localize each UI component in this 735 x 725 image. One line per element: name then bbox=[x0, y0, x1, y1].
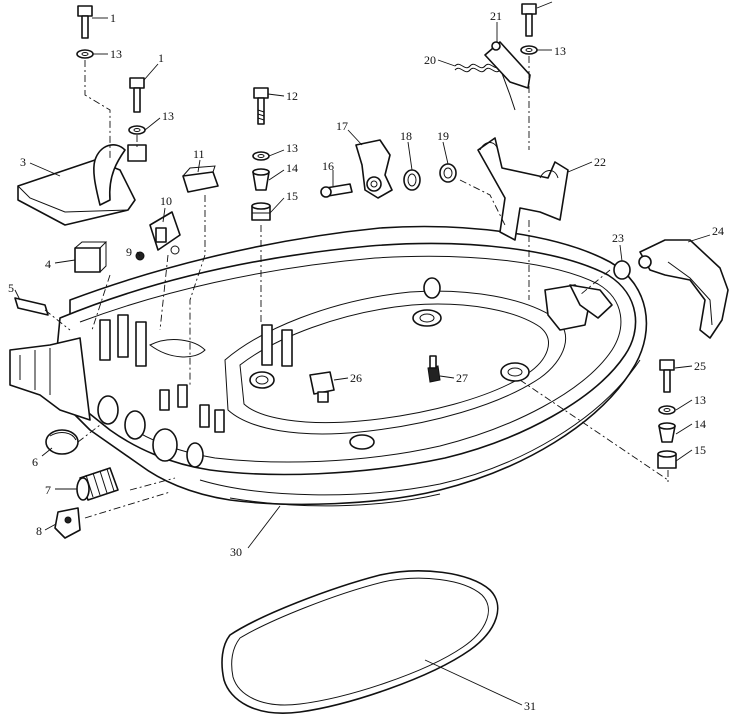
seal-gasket bbox=[221, 570, 499, 714]
callout-20: 20 bbox=[424, 53, 436, 67]
callout-23: 23 bbox=[612, 231, 624, 245]
callout-6: 6 bbox=[32, 455, 38, 469]
wedge-grommet bbox=[54, 507, 81, 539]
torsion-spring bbox=[454, 63, 516, 111]
callout-13e: 13 bbox=[694, 393, 706, 407]
latch-bracket bbox=[477, 137, 569, 241]
callout-8: 8 bbox=[36, 524, 42, 538]
callout-9: 9 bbox=[126, 245, 132, 259]
callout-1b: 1 bbox=[158, 51, 164, 65]
callout-5: 5 bbox=[8, 281, 14, 295]
switch-bracket bbox=[149, 211, 181, 255]
callout-4: 4 bbox=[45, 257, 51, 271]
callout-10: 10 bbox=[160, 194, 172, 208]
callout-27: 27 bbox=[456, 371, 468, 385]
callout-18: 18 bbox=[400, 129, 412, 143]
callout-13d: 13 bbox=[554, 44, 566, 58]
callout-31: 31 bbox=[524, 699, 536, 713]
callout-13b: 13 bbox=[162, 109, 174, 123]
callout-24: 24 bbox=[712, 224, 724, 238]
small-screw bbox=[135, 251, 145, 261]
bushing-18 bbox=[403, 169, 421, 191]
callout-22: 22 bbox=[594, 155, 606, 169]
small-plug bbox=[427, 355, 441, 383]
rubber-strip bbox=[14, 297, 49, 316]
callout-leaders bbox=[14, 1, 711, 706]
callout-19: 19 bbox=[437, 129, 449, 143]
assembly-lines bbox=[44, 56, 669, 519]
callout-14a: 14 bbox=[286, 161, 298, 175]
drain-plug bbox=[309, 371, 335, 403]
callout-26: 26 bbox=[350, 371, 362, 385]
callout-17: 17 bbox=[336, 119, 348, 133]
callout-labels: 1 13 1 13 3 4 5 6 7 8 9 10 11 12 13 14 1… bbox=[8, 9, 724, 713]
callout-15b: 15 bbox=[694, 443, 706, 457]
center-bolt-stack bbox=[251, 87, 271, 221]
callout-11: 11 bbox=[193, 147, 205, 161]
callout-13c: 13 bbox=[286, 141, 298, 155]
rear-handle bbox=[638, 239, 729, 339]
washer-19 bbox=[439, 163, 457, 183]
hook-pin bbox=[320, 183, 353, 198]
handle-bushing bbox=[613, 260, 631, 280]
right-bolt-stack bbox=[657, 359, 677, 469]
callout-12: 12 bbox=[286, 89, 298, 103]
callout-14b: 14 bbox=[694, 417, 706, 431]
left-bolt-1 bbox=[76, 5, 94, 59]
latch-hook bbox=[355, 139, 393, 199]
threaded-grommet bbox=[76, 467, 119, 501]
plug-cap bbox=[45, 429, 79, 455]
rubber-pad bbox=[182, 165, 219, 193]
right-top-bolt bbox=[520, 3, 538, 55]
callout-7: 7 bbox=[45, 483, 51, 497]
latch-lever-plate bbox=[17, 144, 147, 226]
lower-cowling-body bbox=[9, 225, 648, 507]
callout-15a: 15 bbox=[286, 189, 298, 203]
callout-1a: 1 bbox=[110, 11, 116, 25]
left-bolt-2 bbox=[128, 77, 146, 135]
grommet-block bbox=[74, 241, 108, 273]
internal-posts bbox=[99, 314, 293, 433]
callout-21: 21 bbox=[490, 9, 502, 23]
callout-25: 25 bbox=[694, 359, 706, 373]
callout-13a: 13 bbox=[110, 47, 122, 61]
callout-16: 16 bbox=[322, 159, 334, 173]
callout-3: 3 bbox=[20, 155, 26, 169]
callout-30: 30 bbox=[230, 545, 242, 559]
